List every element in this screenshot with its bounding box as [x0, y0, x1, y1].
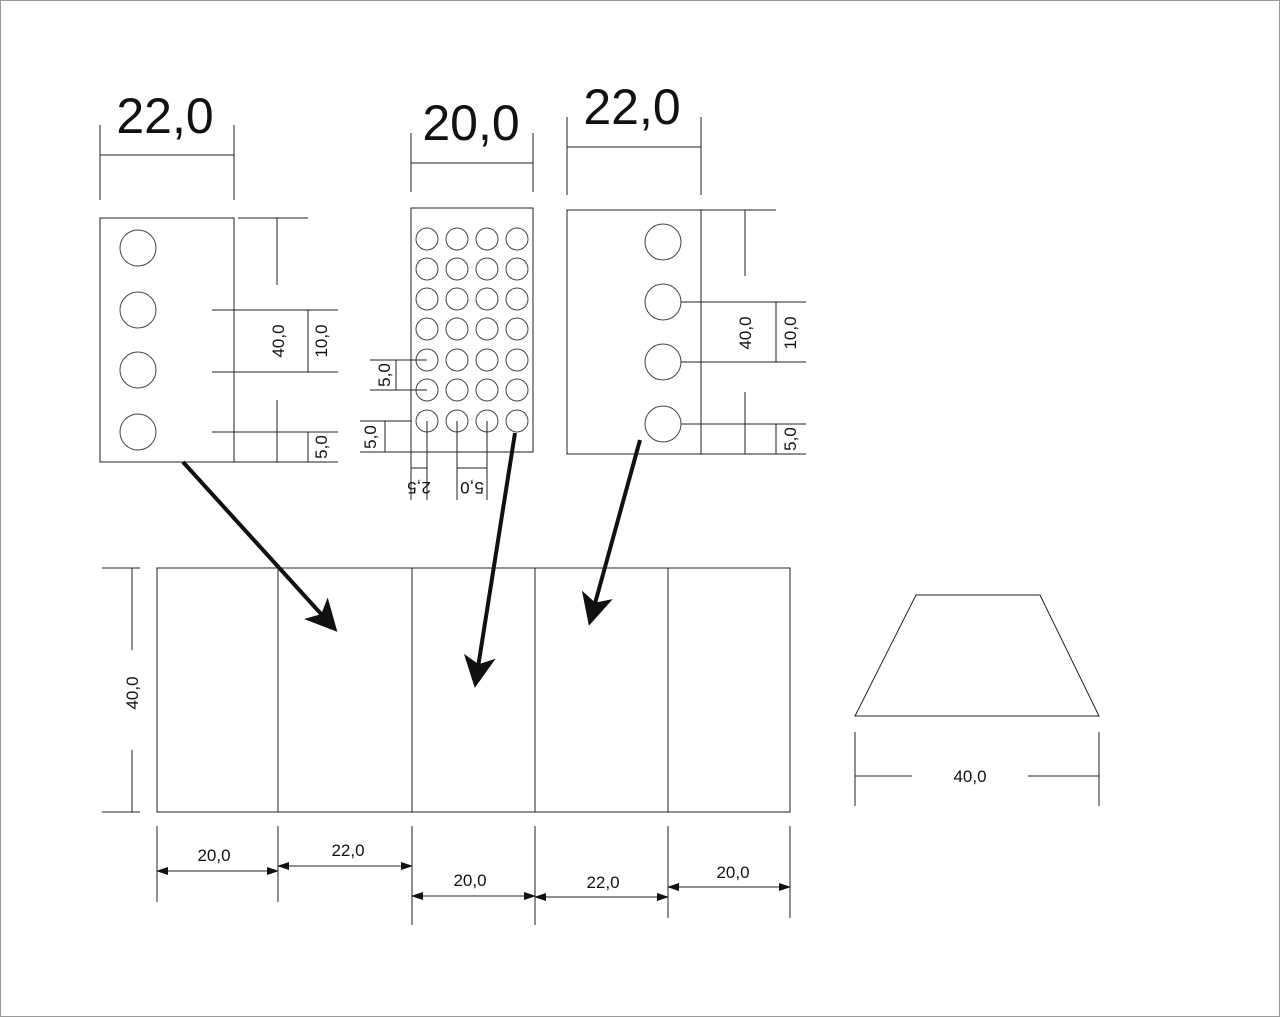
hole	[475, 348, 499, 372]
hole	[505, 409, 529, 433]
segment-width-label: 20,0	[197, 846, 230, 865]
hole	[445, 257, 469, 281]
arrow-right-to-assembly	[581, 439, 642, 626]
middle-offset-h-label: 2,5	[407, 478, 431, 497]
hole	[119, 351, 157, 389]
hole	[445, 378, 469, 402]
left-offset-label: 5,0	[312, 435, 331, 459]
hole	[505, 287, 529, 311]
assembly-height-label: 40,0	[123, 676, 142, 709]
middle-pitch-h-label: 5,0	[460, 478, 484, 497]
hole	[119, 291, 157, 329]
hole	[475, 378, 499, 402]
hole	[505, 227, 529, 251]
hole	[505, 348, 529, 372]
hole	[445, 348, 469, 372]
hole	[505, 257, 529, 281]
hole	[415, 287, 439, 311]
hole	[415, 227, 439, 251]
hole	[415, 257, 439, 281]
hole	[644, 343, 682, 381]
right-height-label: 40,0	[736, 316, 755, 349]
left-height-label: 40,0	[269, 324, 288, 357]
arrow-left-to-assembly	[181, 460, 338, 632]
right-width-label: 22,0	[583, 79, 680, 135]
hole	[119, 413, 157, 451]
hole	[644, 223, 682, 261]
hole	[475, 287, 499, 311]
left-panel: 22,0 40,0 10,0 5,0	[99, 88, 338, 463]
hole	[644, 405, 682, 443]
hole	[119, 229, 157, 267]
right-panel: 22,0 40,0 10,0 5,0	[566, 79, 806, 455]
trapezoid-base-label: 40,0	[953, 767, 986, 786]
hole	[644, 283, 682, 321]
hole	[445, 227, 469, 251]
hole	[475, 257, 499, 281]
middle-pitch-v-label: 5,0	[375, 363, 394, 387]
hole	[445, 317, 469, 341]
right-offset-label: 5,0	[781, 427, 800, 451]
hole	[505, 317, 529, 341]
assembly: 40,0 20,0 22,0 20,0 22,0 20,0	[102, 567, 791, 925]
segment-width-label: 20,0	[453, 871, 486, 890]
middle-offset-v-label: 5,0	[361, 425, 380, 449]
segment-width-label: 22,0	[586, 873, 619, 892]
segment-width-label: 20,0	[716, 863, 749, 882]
hole	[475, 317, 499, 341]
trapezoid-profile: 40,0	[854, 594, 1100, 806]
middle-width-label: 20,0	[422, 95, 519, 151]
arrow-middle-to-assembly	[463, 432, 517, 688]
hole	[445, 287, 469, 311]
segment-width-label: 22,0	[331, 841, 364, 860]
left-width-label: 22,0	[116, 88, 213, 144]
hole	[415, 317, 439, 341]
right-pitch-label: 10,0	[781, 316, 800, 349]
hole	[475, 227, 499, 251]
hole	[505, 378, 529, 402]
hole-grid	[415, 227, 529, 433]
left-pitch-label: 10,0	[312, 324, 331, 357]
middle-panel: 20,0 5,0 5,0 2,5 5,0	[360, 95, 534, 500]
